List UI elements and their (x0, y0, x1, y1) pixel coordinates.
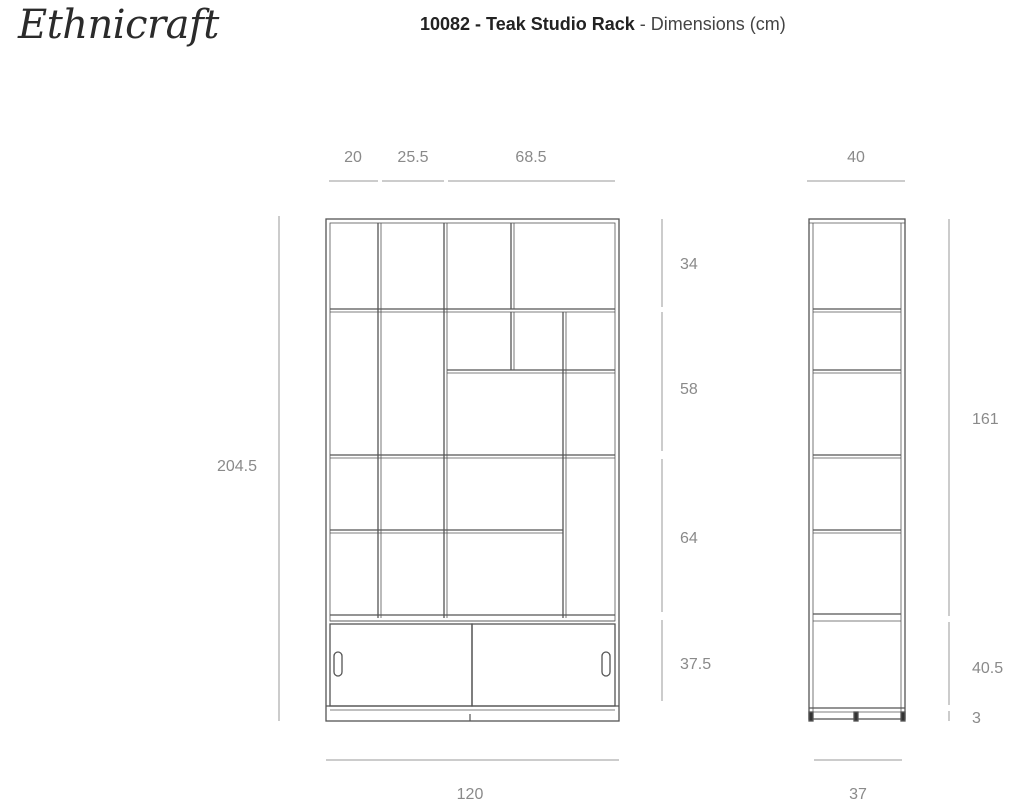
side-foot-middle (853, 711, 859, 722)
title-separator: - (634, 14, 651, 34)
side-foot-left (808, 711, 814, 722)
dim-side-height-161: 161 (972, 411, 999, 428)
door-handle-left (333, 651, 343, 677)
title-suffix: Dimensions (cm) (650, 14, 786, 34)
dim-width-20: 20 (344, 149, 362, 166)
front-outer-frame (325, 218, 620, 722)
front-sliding-door-left (329, 623, 473, 707)
door-handle-right (601, 651, 611, 677)
dimension-labels: 20 25.5 68.5 40 204.5 34 58 64 37.5 161 … (217, 149, 1003, 803)
dim-total-width: 120 (457, 786, 484, 803)
dim-base-depth: 37 (849, 786, 867, 803)
dim-height-34: 34 (680, 256, 698, 273)
front-view (325, 218, 620, 722)
brand-logo: Ethnicraft (18, 2, 219, 48)
dim-height-58: 58 (680, 381, 698, 398)
dim-side-height-40-5: 40.5 (972, 660, 1003, 677)
dim-height-64: 64 (680, 530, 698, 547)
dim-side-depth: 40 (847, 149, 865, 166)
dim-height-37-5: 37.5 (680, 656, 711, 673)
product-name: 10082 - Teak Studio Rack (420, 14, 635, 34)
side-foot-right (900, 711, 906, 722)
dim-width-68-5: 68.5 (515, 149, 546, 166)
front-sliding-door-right (471, 623, 616, 707)
dim-side-height-3: 3 (972, 710, 981, 727)
page-title: 10082 - Teak Studio Rack - Dimensions (c… (420, 14, 786, 35)
dim-total-height: 204.5 (217, 458, 257, 475)
front-inner-frame (329, 222, 616, 622)
dim-width-25-5: 25.5 (397, 149, 428, 166)
side-view (808, 218, 906, 722)
side-outer-frame (808, 218, 906, 720)
dimension-lines (278, 180, 950, 761)
